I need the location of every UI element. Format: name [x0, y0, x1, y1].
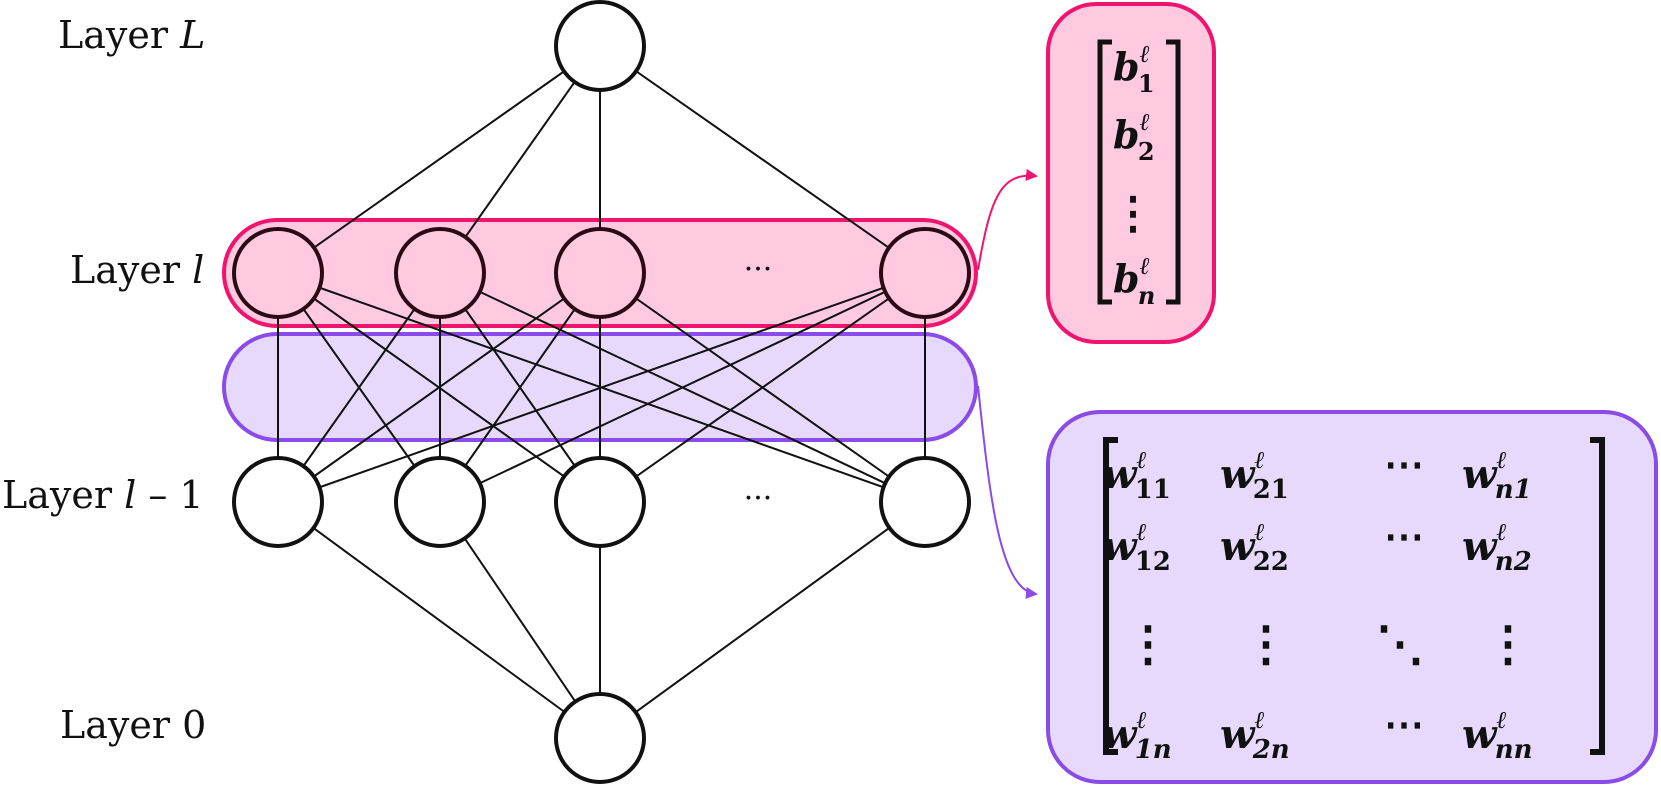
node-layer-L [554, 0, 646, 92]
edge-lm1-2-to-l-1 [439, 272, 601, 503]
node-layer-l-3 [879, 227, 971, 319]
bias-arrow [977, 168, 1038, 271]
edge-lm1-1-to-l-0 [277, 272, 441, 503]
bias-vector-box [1046, 2, 1216, 344]
node-layer-l-minus-1-1 [394, 456, 486, 548]
weight-arrow [977, 385, 1038, 599]
edge-bottom-to-layer-lm1-0 [277, 501, 601, 739]
weight-cell-2-3: ⋮ [1484, 616, 1532, 672]
layer-l-ellipsis: ··· [744, 252, 773, 287]
bias-right-bracket [1166, 39, 1181, 305]
weight-left-bracket [1103, 437, 1118, 755]
node-layer-l-2 [554, 227, 646, 319]
weight-matrix-box [1046, 410, 1658, 784]
node-layer-0 [554, 692, 646, 784]
node-layer-l-minus-1-0 [232, 456, 324, 548]
weight-cell-0-2: ⋯ [1384, 441, 1424, 488]
edge-bottom-to-layer-lm1-1 [439, 501, 601, 739]
layer-l-label: Layer l [70, 248, 204, 292]
edge-lm1-3-to-l-1 [439, 272, 926, 503]
weight-right-bracket [1590, 437, 1605, 755]
edge-lm1-3-to-l-2 [599, 272, 926, 503]
bias-left-bracket [1097, 39, 1112, 305]
layer-L-label: Layer L [58, 13, 205, 57]
connection-lines [277, 45, 926, 739]
layer-l-minus-1-label: Layer l – 1 [2, 473, 204, 517]
weight-cell-3-2: ⋯ [1384, 701, 1424, 748]
layer-l-minus-1-ellipsis: ··· [744, 481, 773, 516]
node-layer-l-1 [394, 227, 486, 319]
weight-cell-2-0: ⋮ [1124, 616, 1172, 672]
node-layer-l-minus-1-3 [879, 456, 971, 548]
edge-top-to-layer-l-0 [277, 45, 601, 274]
layer-0-label: Layer 0 [60, 703, 206, 747]
edge-top-to-layer-l-3 [599, 45, 926, 274]
bias-vdots: ⋮ [1111, 188, 1155, 239]
edge-bottom-to-layer-lm1-3 [599, 501, 926, 739]
edge-lm1-3-to-l-0 [277, 272, 926, 503]
node-layer-l-0 [232, 227, 324, 319]
edge-lm1-2-to-l-0 [277, 272, 601, 503]
edge-top-to-layer-l-1 [439, 45, 601, 274]
weight-cell-2-1: ⋮ [1242, 616, 1290, 672]
neuron-nodes [232, 0, 971, 784]
weight-cell-1-2: ⋯ [1384, 513, 1424, 560]
node-layer-l-minus-1-2 [554, 456, 646, 548]
weight-cell-2-2: ⋱ [1376, 616, 1424, 672]
